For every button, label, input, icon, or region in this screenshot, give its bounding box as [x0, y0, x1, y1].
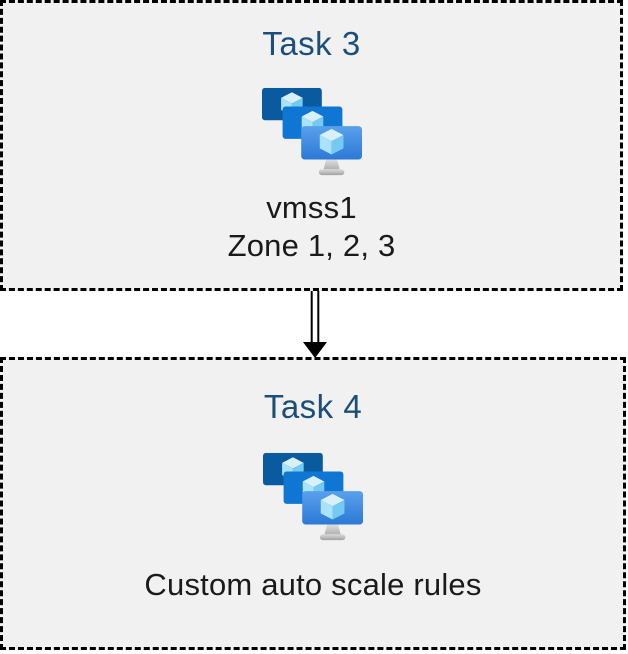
down-arrow-connector — [303, 291, 327, 358]
vm-scale-sets-icon — [262, 87, 362, 177]
task4-box: Task 4 Custom auto scale rules — [0, 357, 626, 650]
task3-title: Task 3 — [262, 25, 361, 62]
arrowhead-icon — [303, 342, 327, 358]
task4-title: Task 4 — [263, 388, 363, 425]
task3-box: Task 3 vmss1 Zone 1, 2, 3 — [0, 0, 623, 291]
vm-scale-sets-icon — [263, 452, 363, 542]
vmss-name-label: vmss1 — [266, 190, 357, 225]
vmss-zones-label: Zone 1, 2, 3 — [227, 228, 396, 263]
autoscale-rules-label: Custom auto scale rules — [144, 567, 482, 602]
